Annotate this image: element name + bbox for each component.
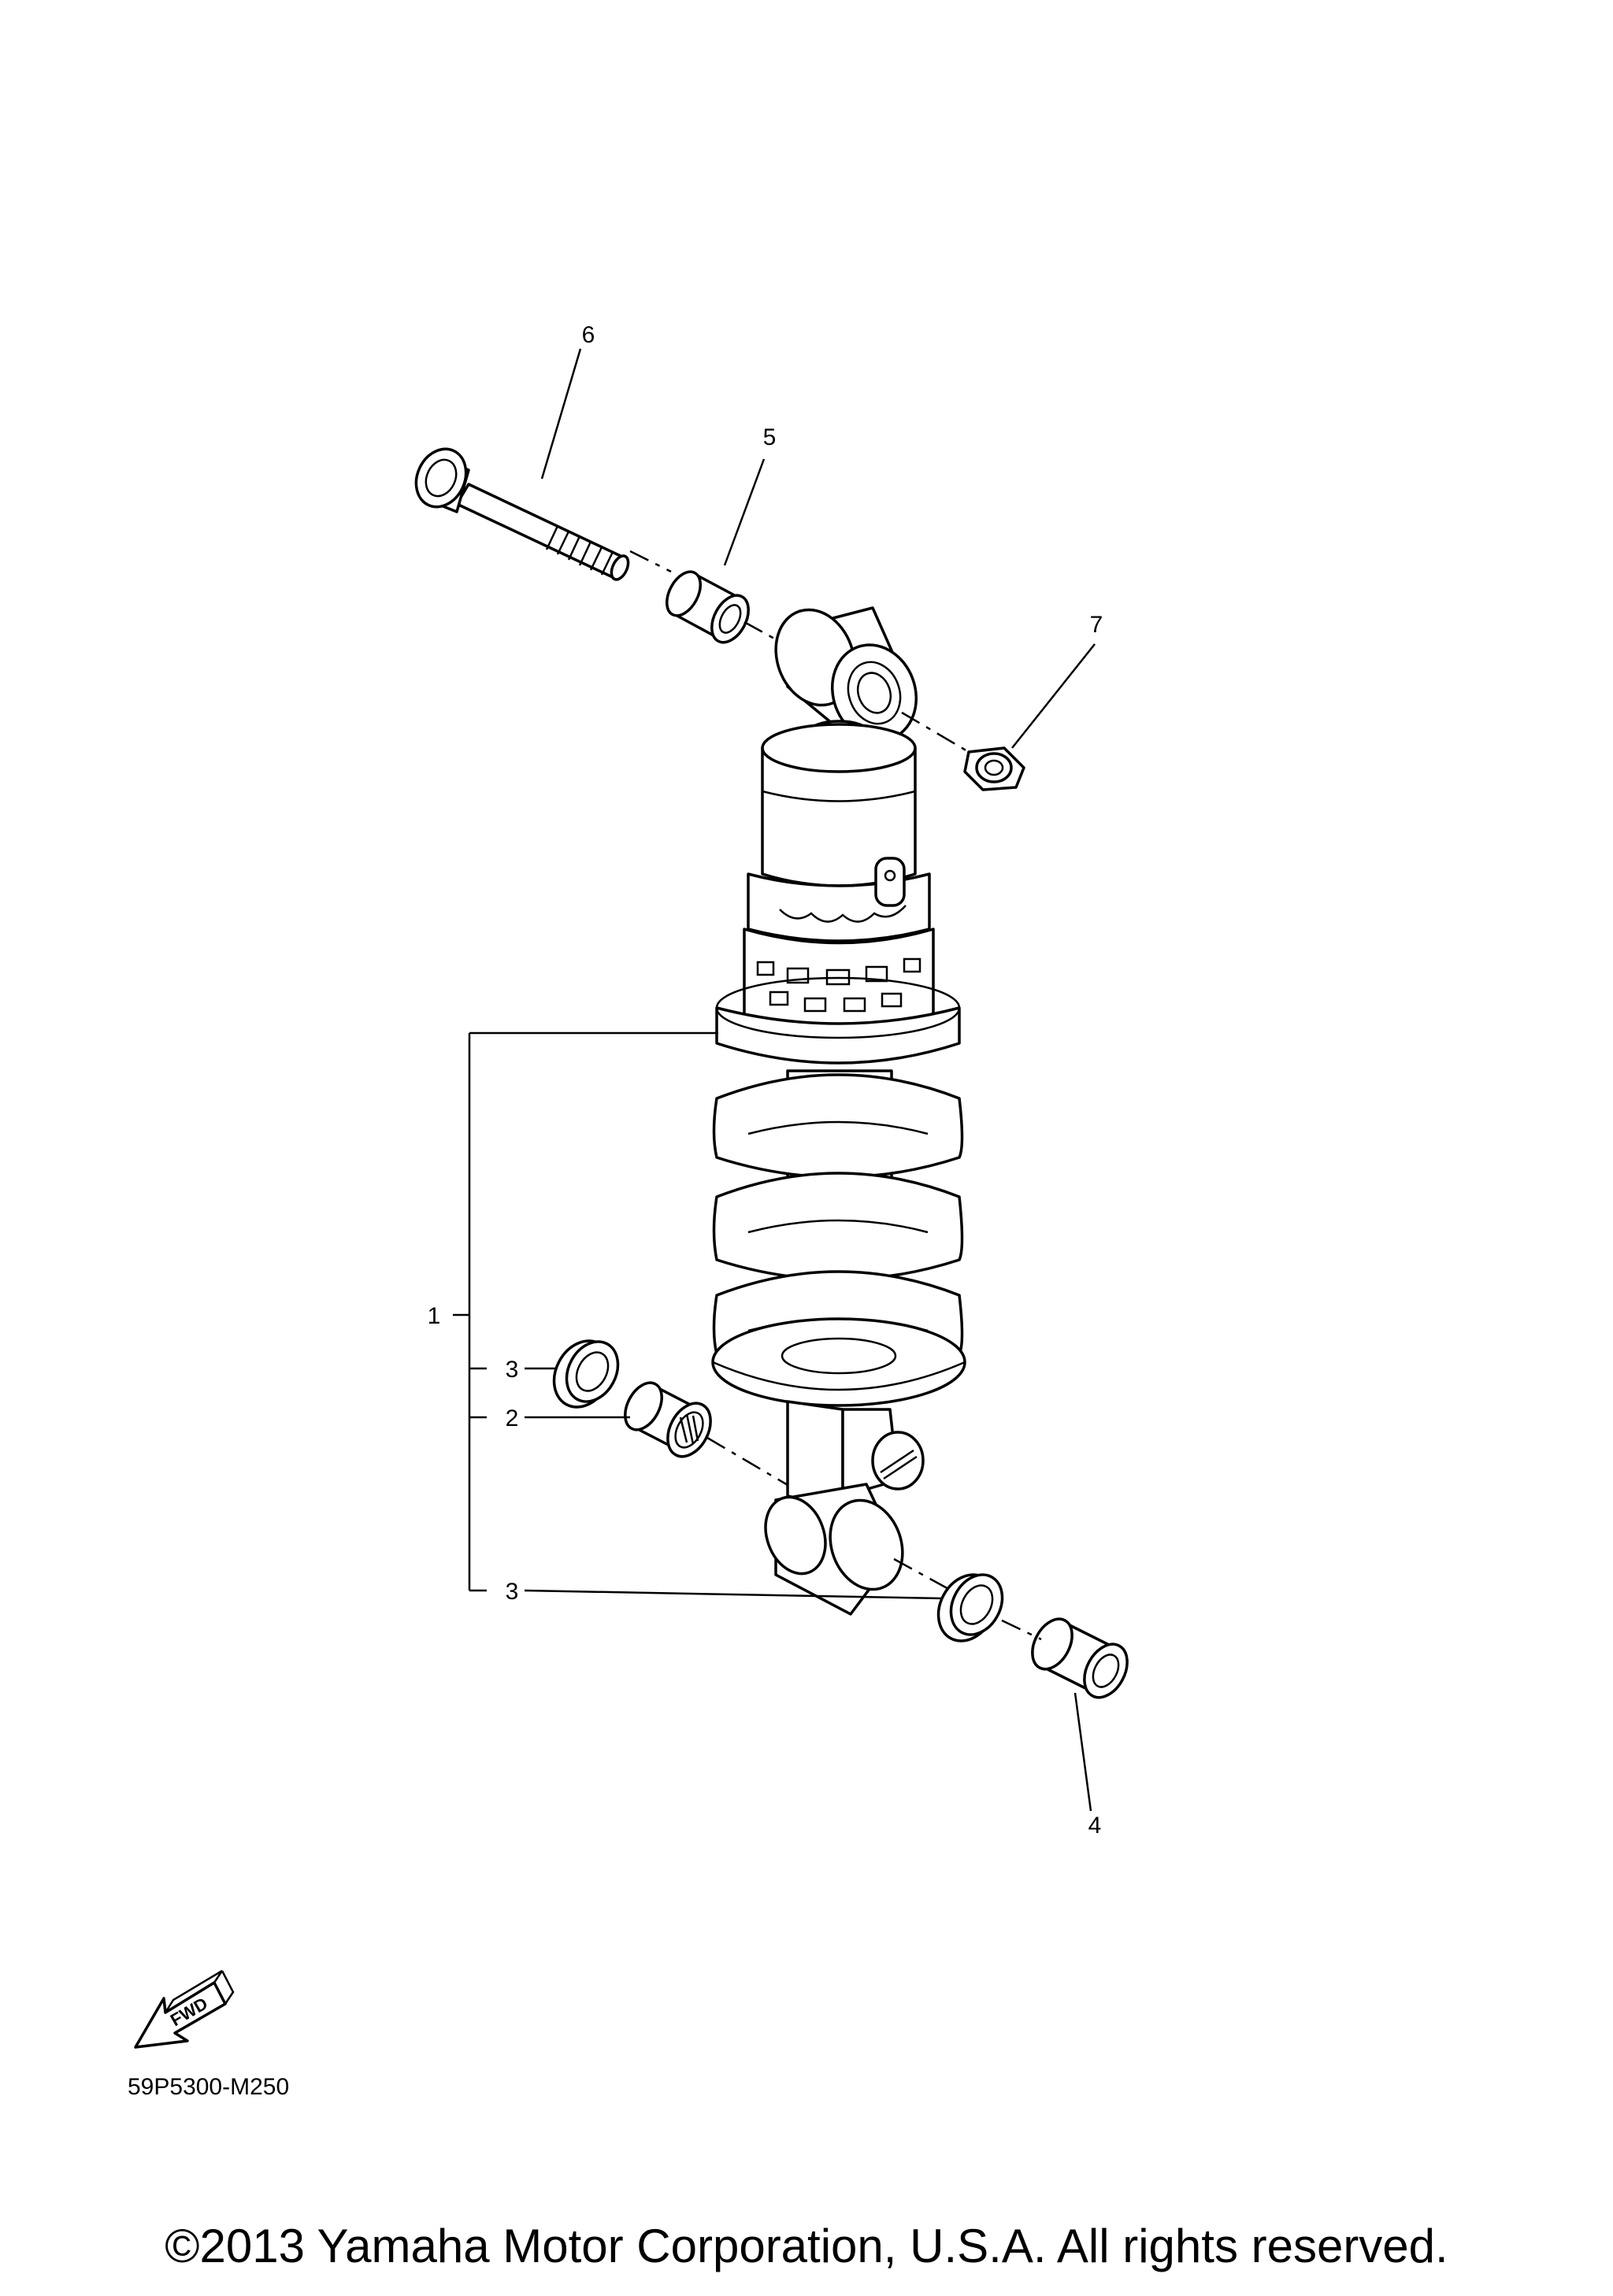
nut-part-7 <box>963 746 1025 791</box>
callout-6: 6 <box>582 322 595 348</box>
assembly-axis-lines <box>629 550 1042 1641</box>
copyright-notice: ©2013 Yamaha Motor Corporation, U.S.A. A… <box>165 2220 1448 2272</box>
callout-4: 4 <box>1088 1813 1102 1839</box>
oil-seal-part-3-lower <box>936 1573 1004 1642</box>
shock-absorber-assembly-part-1 <box>711 606 966 1616</box>
callout-3-upper: 3 <box>506 1357 519 1383</box>
callout-2: 2 <box>506 1405 519 1431</box>
callout-1: 1 <box>428 1303 441 1329</box>
oil-seal-part-3-upper <box>552 1339 620 1409</box>
callout-leader-lines <box>453 348 1096 1812</box>
bolt-part-6 <box>414 447 630 581</box>
diagram-code: 59P5300-M250 <box>128 2074 289 2100</box>
bearing-part-2 <box>624 1381 712 1458</box>
callout-5: 5 <box>763 424 777 450</box>
collar-part-4 <box>1031 1617 1129 1699</box>
callout-3-lower: 3 <box>506 1579 519 1605</box>
collar-part-5 <box>666 570 750 644</box>
forward-arrow-icon: FWD <box>134 1969 235 2049</box>
callout-7: 7 <box>1090 612 1103 638</box>
